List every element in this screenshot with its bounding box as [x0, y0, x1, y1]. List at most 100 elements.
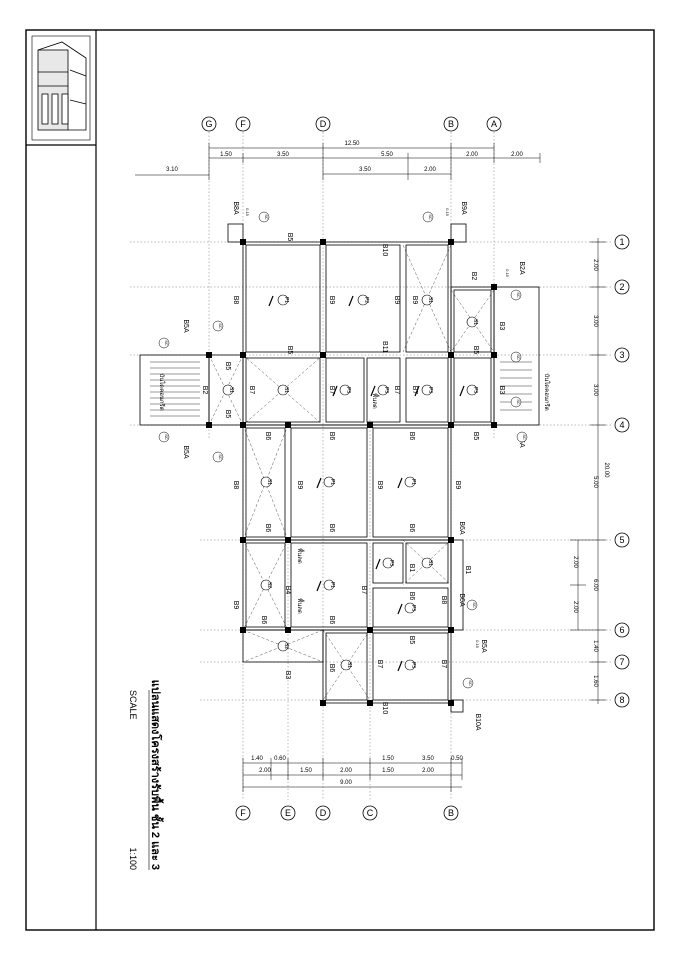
- dim-right-inner-2: 2.00: [572, 601, 578, 613]
- dimension-top: [135, 143, 541, 180]
- columns: [206, 239, 497, 706]
- dim-right-4: 5.00: [592, 476, 598, 488]
- small-dim-3: 0.15: [505, 269, 510, 278]
- dim-top-seg-2: 3.50: [277, 152, 289, 158]
- dim-top-seg-4: 2.00: [466, 152, 478, 158]
- dim-top-seg-5: 2.00: [511, 152, 523, 158]
- beam-label-B3-c: B3: [284, 671, 291, 680]
- beam-label-B6A-a: B6A: [458, 521, 465, 535]
- slab-S1-b: S1: [472, 319, 478, 325]
- dim-bottom-b5: 2.00: [422, 768, 434, 774]
- sc-label-4: SC: [164, 340, 169, 346]
- sc-label-10: SC: [522, 434, 527, 440]
- beam-label-B6-g: B6: [408, 592, 415, 601]
- beam-label-B8-c: B8: [440, 596, 447, 605]
- grid-label-top-G: G: [205, 119, 212, 129]
- dim-right-inner-1: 2.00: [572, 556, 578, 568]
- dim-right-7: 1.60: [592, 675, 598, 687]
- dim-bottom-b1: 2.00: [259, 768, 271, 774]
- dim-right-2: 3.00: [592, 315, 598, 327]
- beam-label-B8-b: B8: [232, 481, 239, 490]
- sc-label-5: SC: [164, 434, 169, 440]
- beam-labels: B5 B10 B8 B9 B9 B9 B2 B2A B3 B5 B11 B5 B…: [182, 201, 525, 731]
- beam-label-B5-f: B5: [472, 432, 479, 441]
- slab-S2-a: S2: [266, 582, 272, 588]
- beam-label-B9-d: B9: [296, 481, 303, 490]
- sc-label-7: SC: [516, 292, 521, 298]
- beam-label-B2A: B2A: [518, 261, 525, 275]
- dimension-right: [570, 238, 606, 704]
- beam-label-B9A: B9A: [460, 201, 467, 215]
- slab-P1-d: P1: [329, 582, 335, 588]
- dim-right-total: 20.00: [603, 462, 609, 478]
- slab-S2-b: S2: [283, 643, 289, 649]
- plan-notes: บันไดคอนกรีต บันไดคอนกรีต พื้นลด พื้นลด …: [158, 373, 551, 614]
- grid-label-8: 8: [619, 695, 624, 705]
- dim-right-1: 2.00: [592, 259, 598, 271]
- beam-label-B9-e: B9: [376, 481, 383, 490]
- grid-label-bottom-D: D: [320, 808, 327, 818]
- grid-label-5: 5: [619, 535, 624, 545]
- beam-label-B5A-a: B5A: [182, 319, 189, 333]
- dim-bottom-a5: 0.50: [451, 756, 463, 762]
- scale-label: SCALE: [128, 690, 138, 720]
- beam-label-B6-e: B6: [328, 524, 335, 533]
- beam-label-B7-b: B7: [328, 386, 335, 395]
- beam-label-B5A-d: B5A: [480, 639, 487, 653]
- sc-label-11: SC: [472, 602, 477, 608]
- slab-S1-f: S1: [427, 560, 433, 566]
- dim-top-total: 12.50: [344, 141, 360, 147]
- grid-bubbles-right: 1 2 3 4 5 6 7 8: [614, 234, 630, 708]
- dimension-bottom: [242, 758, 463, 792]
- small-dim-4: 0.15: [475, 640, 480, 649]
- beam-label-B7-g: B7: [440, 660, 447, 669]
- beam-label-B6-a: B6: [264, 432, 271, 441]
- beam-label-B9-a: B9: [328, 296, 335, 305]
- sc-label-6: SC: [218, 454, 223, 460]
- slab-P1-b: P1: [329, 479, 335, 485]
- slab-S1-e: S1: [266, 479, 272, 485]
- slab-P2-a: P2: [363, 297, 369, 303]
- beam-label-B2: B2: [470, 272, 477, 281]
- beam-label-B5-c: B5: [472, 346, 479, 355]
- dim-bottom-b3: 2.00: [340, 768, 352, 774]
- grid-label-top-F: F: [240, 119, 246, 129]
- slab-P1-a: P1: [283, 297, 289, 303]
- sc-label-8: SC: [516, 354, 521, 360]
- beam-label-B9-c: B9: [411, 296, 418, 305]
- beam-label-B6-b: B6: [328, 432, 335, 441]
- beam-label-B10A: B10A: [474, 713, 481, 730]
- dim-top-sec-1: 3.50: [359, 167, 371, 173]
- span-arrows: [268, 295, 465, 672]
- dim-bottom-total: 9.00: [340, 780, 352, 786]
- beam-label-B1-a: B1: [408, 564, 415, 573]
- stair-treads: [150, 361, 532, 417]
- grid-label-bottom-B: B: [448, 808, 454, 818]
- grid-bubbles-top: G F D B A: [201, 116, 502, 132]
- beam-label-B5-e: B5: [224, 410, 231, 419]
- beam-label-B5-top: B5: [286, 233, 293, 242]
- grid-label-top-B: B: [448, 119, 454, 129]
- dim-right-3: 3.00: [592, 384, 598, 396]
- grid-label-1: 1: [619, 237, 624, 247]
- note-drop-2: พื้นลด: [296, 548, 306, 564]
- sc-markers: SC SC SC SC SC SC SC SC SC SC SC SC: [158, 211, 528, 689]
- beam-label-B9-g: B9: [232, 601, 239, 610]
- slab-P3-b: P3: [383, 387, 389, 393]
- beam-label-B11: B11: [381, 341, 388, 353]
- sc-label-12: SC: [468, 680, 473, 686]
- beam-label-B7-c: B7: [393, 386, 400, 395]
- beam-label-B8A: B8A: [232, 201, 239, 215]
- slab-P3-f: P3: [410, 605, 416, 611]
- small-dim-2: 0.15: [445, 208, 450, 217]
- beam-label-B4: B4: [284, 586, 291, 595]
- beam-label-B10-bottom: B10: [381, 702, 388, 715]
- note-drop-1: พื้นลด: [371, 393, 381, 409]
- grid-label-top-A: A: [491, 119, 497, 129]
- dimension-bottom-text: 1.40 0.60 1.50 3.50 0.50 2.00 1.50 2.00 …: [251, 756, 463, 786]
- dim-top-seg-3: 5.50: [381, 152, 393, 158]
- dim-bottom-a3: 1.50: [382, 756, 394, 762]
- beam-label-B5-b: B5: [286, 346, 293, 355]
- grid-lines: [130, 132, 612, 800]
- beam-label-B7-a: B7: [248, 386, 255, 395]
